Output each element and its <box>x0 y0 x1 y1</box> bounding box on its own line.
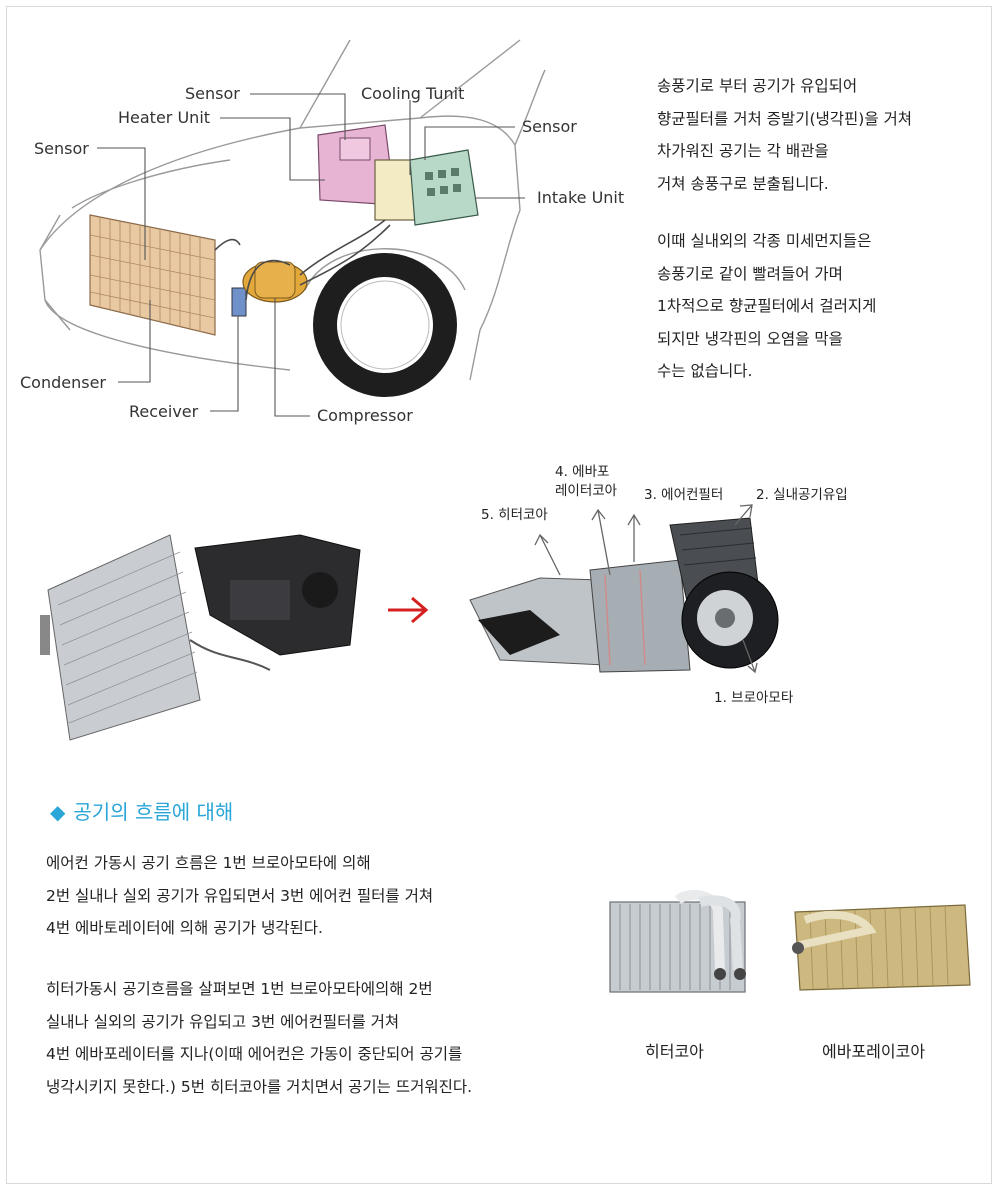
label-sensor-top: Sensor <box>185 84 240 103</box>
heater-core-photo <box>609 890 746 993</box>
hvac-unit-photo <box>189 534 361 671</box>
section-line: 2번 실내나 실외 공기가 유입되면서 3번 에어컨 필터를 거쳐 <box>46 886 434 905</box>
intro-line: 되지만 냉각핀의 오염을 막을 <box>657 329 843 348</box>
intro-line: 거쳐 송풍구로 분출됩니다. <box>657 174 829 193</box>
section-paragraph-1: 에어컨 가동시 공기 흐름은 1번 브로아모타에 의해 2번 실내나 실외 공기… <box>46 847 433 945</box>
evaporator-photo <box>792 904 971 991</box>
condenser-shape <box>89 214 216 336</box>
section-line: 냉각시키지 못한다.) 5번 히터코아를 거치면서 공기는 뜨거워진다. <box>46 1077 473 1096</box>
label-blower-motor: 1. 브로아모타 <box>714 690 794 706</box>
section-line: 4번 에바토레이터에 의해 공기가 냉각된다. <box>46 919 323 937</box>
car-ac-diagram <box>39 39 546 417</box>
radiator-photo <box>40 534 201 741</box>
section-title-text: 공기의 흐름에 대해 <box>73 800 234 824</box>
intro-line: 송풍기로 부터 공기가 유입되어 <box>657 77 858 95</box>
intro-line: 차가워진 공기는 각 배관을 <box>657 142 829 160</box>
label-heater-core: 5. 히터코아 <box>481 507 548 523</box>
label-compressor: Compressor <box>317 406 413 425</box>
section-line: 실내나 실외의 공기가 유입되고 3번 에어컨필터를 거쳐 <box>46 1012 400 1031</box>
section-line: 4번 에바포레이터를 지나(이때 에어컨은 가동이 중단되어 공기를 <box>46 1045 463 1063</box>
component-photos <box>609 890 971 993</box>
intake-unit-shape <box>409 149 479 226</box>
label-receiver: Receiver <box>129 402 199 421</box>
hvac-module-render <box>469 517 779 673</box>
red-arrow-icon <box>388 596 429 624</box>
page-frame <box>6 6 992 1184</box>
label-intake-unit: Intake Unit <box>537 188 625 207</box>
label-ac-filter: 3. 에어컨필터 <box>644 487 724 503</box>
label-indoor-intake: 2. 실내공기유입 <box>756 487 848 503</box>
heater-core-caption: 히터코아 <box>645 1042 704 1061</box>
label-evaporator-line1: 4. 에바포 <box>555 464 610 480</box>
compressor-shape <box>242 261 308 303</box>
section-line: 에어컨 가동시 공기 흐름은 1번 브로아모타에 의해 <box>46 854 371 872</box>
evaporator-caption: 에바포레이코아 <box>822 1042 926 1061</box>
section-title: ◆ 공기의 흐름에 대해 <box>50 796 233 825</box>
hvac-module-illustration <box>40 504 779 741</box>
intro-line: 수는 없습니다. <box>657 362 753 380</box>
intro-line: 송풍기로 같이 빨려들어 가며 <box>657 264 843 283</box>
label-evaporator-line2: 레이터코아 <box>555 483 618 499</box>
label-sensor-left: Sensor <box>34 139 89 158</box>
label-heater-unit: Heater Unit <box>118 108 211 127</box>
receiver-shape <box>231 287 247 317</box>
section-paragraph-2: 히터가동시 공기흐름을 살펴보면 1번 브로아모타에의해 2번 실내나 실외의 … <box>46 973 472 1103</box>
intro-line: 향균필터를 거처 증발기(냉각핀)을 거쳐 <box>657 109 913 128</box>
intro-paragraph-2: 이때 실내외의 각종 미세먼지들은 송풍기로 같이 빨려들어 가며 1차적으로 … <box>657 225 876 388</box>
diamond-icon: ◆ <box>50 800 66 824</box>
section-line: 히터가동시 공기흐름을 살펴보면 1번 브로아모타에의해 2번 <box>46 980 433 998</box>
label-cooling-unit: Cooling Tunit <box>361 84 465 103</box>
intro-line: 이때 실내외의 각종 미세먼지들은 <box>657 232 872 250</box>
label-sensor-right: Sensor <box>522 117 577 136</box>
cooling-unit-shape <box>374 159 416 221</box>
label-condenser: Condenser <box>20 373 106 392</box>
intro-paragraph-1: 송풍기로 부터 공기가 유입되어 향균필터를 거처 증발기(냉각핀)을 거쳐 차… <box>657 70 912 200</box>
intro-line: 1차적으로 향균필터에서 걸러지게 <box>657 297 877 315</box>
